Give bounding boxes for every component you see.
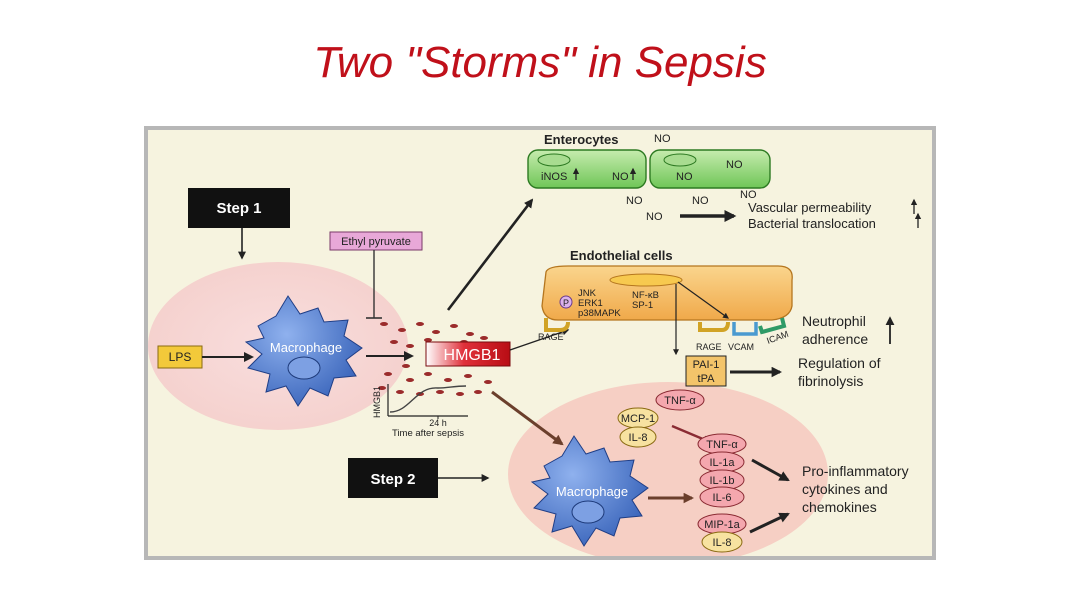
svg-text:PAI-1: PAI-1 [693, 359, 720, 371]
time-graph-tick: 24 h [429, 418, 447, 428]
diagram-canvas: Step 1 Step 2 LPS Ethyl pyruvate Macroph… [148, 132, 922, 566]
endothelial-cell [541, 265, 793, 321]
no-label-4: NO [726, 159, 743, 171]
macrophage-2-icon [530, 435, 649, 547]
no-label-3: NO [676, 171, 693, 183]
mip1a-oval: MIP-1a [697, 513, 747, 535]
slide-title: Two "Storms" in Sepsis [313, 38, 767, 87]
phospho-circle: P [559, 295, 573, 309]
vcam-label: VCAM [728, 342, 754, 352]
svg-text:MCP-1: MCP-1 [621, 413, 655, 425]
time-graph-ylabel: HMGB1 [372, 386, 382, 418]
svg-text:P: P [563, 298, 569, 308]
kinase-jnk: JNK [578, 288, 597, 299]
vcam-receptor [732, 322, 758, 336]
lps-box: LPS [157, 345, 203, 369]
hmgb1-time-graph [387, 384, 468, 419]
neutrophil-label: Neutrophil [802, 313, 866, 329]
no-label-1: NO [612, 171, 629, 183]
endothelial-label: Endothelial cells [570, 248, 673, 263]
svg-text:LPS: LPS [169, 350, 192, 364]
kinase-p38mapk: p38MAPK [578, 308, 621, 319]
hmgb1-to-enterocytes-arrow [446, 198, 534, 311]
tf-nfkb: NF-κB [632, 290, 659, 301]
no-label-8: NO [646, 211, 663, 223]
svg-text:IL-8: IL-8 [713, 537, 732, 549]
cytokines-to-proinflammatory-arrow-2 [749, 512, 790, 534]
ethyl-pyruvate-box: Ethyl pyruvate [329, 231, 423, 251]
il8-oval-1: IL-8 [619, 426, 657, 448]
svg-text:IL-1b: IL-1b [709, 475, 734, 487]
inos-label: iNOS [541, 171, 567, 183]
enterocyte-cell-2 [649, 149, 771, 189]
svg-text:tPA: tPA [698, 373, 716, 385]
svg-text:IL-8: IL-8 [629, 432, 648, 444]
hmgb1-box: HMGB1 [425, 341, 511, 367]
tnf-alpha-oval-1: TNF-α [655, 389, 705, 411]
fibrinolysis-label-1: Regulation of [798, 355, 881, 371]
proinflammatory-label-1: Pro-inflammatory [802, 463, 909, 479]
fibrinolysis-label-2: fibrinolysis [798, 373, 863, 389]
tnf-alpha-oval-2: TNF-α [697, 433, 747, 455]
il8-oval-2: IL-8 [701, 531, 743, 553]
svg-text:TNF-α: TNF-α [664, 395, 696, 407]
bacterial-translocation-label: Bacterial translocation [748, 216, 876, 231]
no-label-2: NO [654, 133, 671, 145]
enterocytes-label: Enterocytes [544, 132, 618, 147]
rage-label-2: RAGE [696, 342, 722, 352]
macrophage-1-icon [244, 295, 363, 407]
enterocyte-cell-1 [527, 149, 647, 189]
vascular-permeability-label: Vascular permeability [748, 200, 872, 215]
step1-box: Step 1 [188, 188, 290, 228]
mcp1-oval: MCP-1 [617, 407, 659, 429]
cytokines-to-proinflammatory-arrow-1 [751, 458, 790, 482]
svg-text:IL-1a: IL-1a [709, 457, 735, 469]
svg-text:Ethyl pyruvate: Ethyl pyruvate [341, 236, 411, 248]
hmgb1-to-endothelial-arrow [509, 328, 570, 351]
svg-text:MIP-1a: MIP-1a [704, 519, 740, 531]
proinflammatory-label-2: cytokines and [802, 481, 888, 497]
no-label-7: NO [740, 189, 757, 201]
icam-receptor [758, 317, 787, 335]
no-label-6: NO [692, 195, 709, 207]
tf-sp1: SP-1 [632, 300, 653, 311]
macrophage-1-label: Macrophage [270, 340, 342, 355]
svg-text:TNF-α: TNF-α [706, 439, 738, 451]
il6-oval: IL-6 [699, 486, 745, 508]
kinase-erk1: ERK1 [578, 298, 603, 309]
rage-label-1: RAGE [538, 332, 564, 342]
time-graph-xlabel: Time after sepsis [392, 428, 464, 439]
svg-text:Step 1: Step 1 [216, 200, 261, 217]
step2-box: Step 2 [348, 458, 438, 498]
proinflammatory-label-3: chemokines [802, 499, 877, 515]
il1a-oval: IL-1a [699, 451, 745, 473]
hmgb1-to-macrophage2-arrow [491, 390, 564, 446]
adherence-label: adherence [802, 331, 868, 347]
no-label-5: NO [626, 195, 643, 207]
macrophage-2-label: Macrophage [556, 484, 628, 499]
rage-receptor-2 [698, 321, 730, 332]
endothelial-signal-arrow-2 [677, 281, 729, 319]
rage-receptor-1 [544, 318, 570, 332]
pai-tpa-box: PAI-1 tPA [685, 355, 727, 387]
svg-text:Step 2: Step 2 [370, 471, 415, 488]
svg-text:HMGB1: HMGB1 [444, 347, 501, 364]
sepsis-diagram: Step 1 Step 2 LPS Ethyl pyruvate Macroph… [144, 126, 936, 566]
svg-text:IL-6: IL-6 [713, 492, 732, 504]
